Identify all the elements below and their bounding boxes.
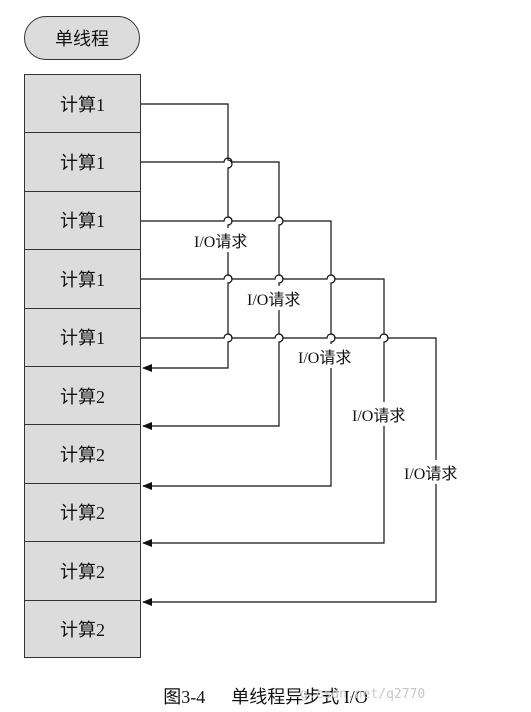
- io-request-label-5: I/O请求: [403, 460, 459, 484]
- figure-title: 单线程异步式 I/O: [231, 687, 368, 707]
- block-compute1-2: 计算1: [24, 132, 141, 191]
- block-compute2-4: 计算2: [24, 541, 141, 600]
- single-thread-label: 单线程: [24, 16, 140, 60]
- io-request-label-2: I/O请求: [246, 286, 302, 310]
- io-request-label-1: I/O请求: [193, 228, 249, 252]
- io-wire-5: [141, 333, 437, 606]
- block-compute2-5: 计算2: [24, 599, 141, 658]
- io-request-label-3: I/O请求: [297, 344, 353, 368]
- figure-caption: 图3-4 单线程异步式 I/O: [0, 683, 531, 709]
- block-compute1-3: 计算1: [24, 190, 141, 250]
- figure-number: 图3-4: [163, 687, 206, 707]
- computation-stack: 计算1 计算1 计算1 计算1 计算1 计算2 计算2 计算2 计算2 计算2: [24, 74, 141, 658]
- watermark: g.csdn.net/q2770: [300, 687, 426, 702]
- io-request-label-4: I/O请求: [351, 402, 407, 426]
- block-compute1-4: 计算1: [24, 249, 141, 308]
- block-compute1-1: 计算1: [24, 74, 141, 133]
- block-compute2-3: 计算2: [24, 482, 141, 542]
- block-compute2-2: 计算2: [24, 424, 141, 483]
- block-compute2-1: 计算2: [24, 365, 141, 425]
- block-compute1-5: 计算1: [24, 307, 141, 366]
